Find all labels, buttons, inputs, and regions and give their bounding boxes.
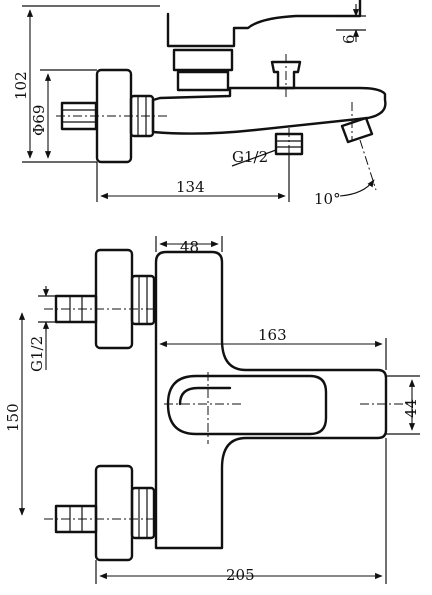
side-lever: [166, 0, 362, 48]
dim-163-label: 163: [258, 326, 287, 344]
side-diverter-knob: [270, 60, 302, 90]
side-body: [151, 86, 387, 135]
front-lower-escutcheon: [94, 464, 134, 562]
dim-phi69-label: Φ69: [30, 105, 48, 136]
dim-44-label: 44: [402, 399, 420, 418]
side-aerator: [340, 116, 374, 144]
dim-6-label: 6: [340, 34, 358, 44]
front-thread-label: G1/2: [28, 336, 46, 372]
dim-48-label: 48: [180, 238, 199, 256]
side-thread-label: G1/2: [232, 148, 268, 166]
dim-angle-label: 10°: [314, 190, 341, 208]
front-handle: [166, 374, 328, 436]
side-view: 102 Φ69 6 G1/2 134 10°: [12, 0, 387, 208]
dim-102-label: 102: [12, 71, 30, 100]
front-body: [154, 250, 388, 550]
front-view: 48 163 G1/2 150 44 205: [4, 236, 420, 584]
front-upper-escutcheon: [94, 248, 134, 350]
dim-205-label: 205: [226, 566, 255, 584]
dim-134-label: 134: [176, 178, 205, 196]
dim-150-label: 150: [4, 403, 22, 432]
